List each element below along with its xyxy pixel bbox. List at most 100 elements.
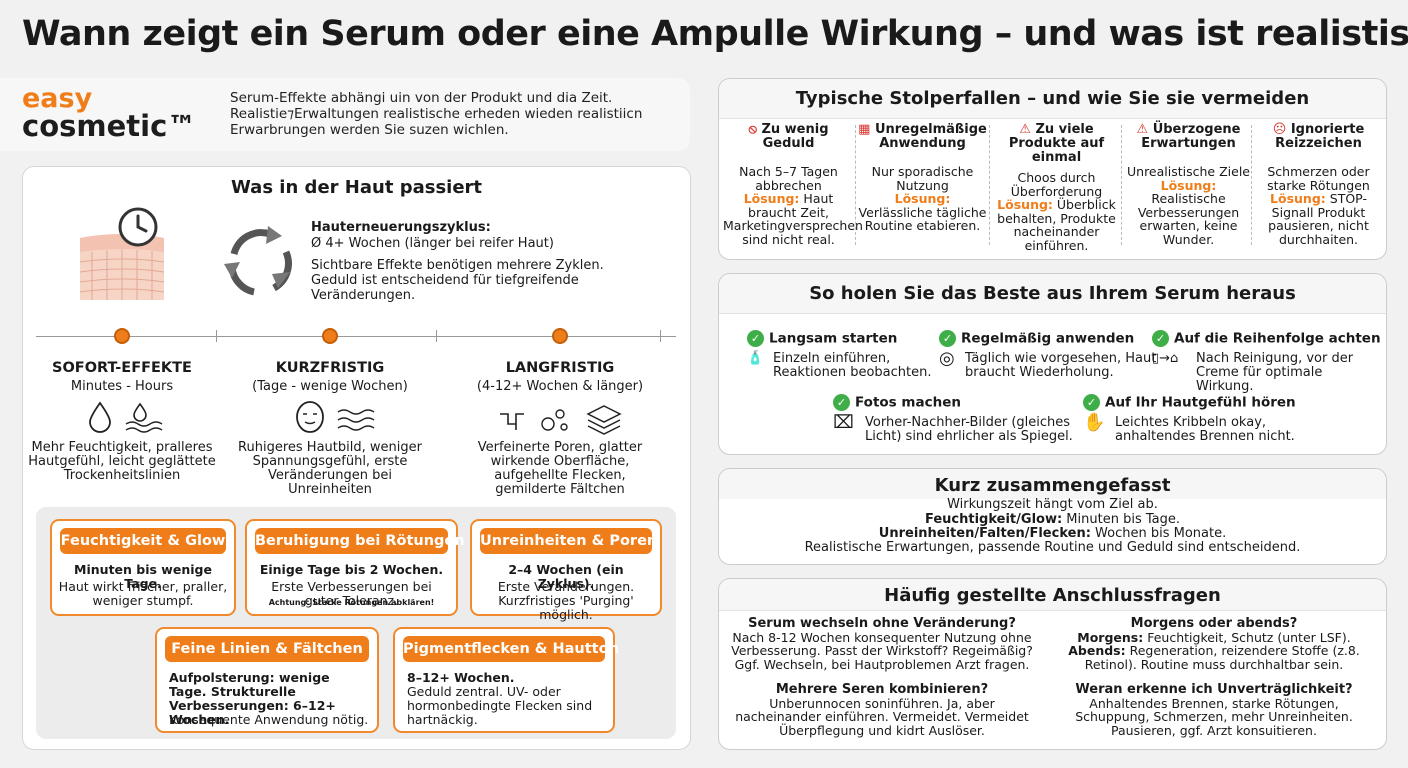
phase-desc-short: Ruhigeres Hautbild, weniger Spannungsgef… [238, 440, 422, 497]
pitfall-title: ⦸ Zu wenig Geduld [748, 122, 829, 151]
page-title: Wann zeigt ein Serum oder eine Ampulle W… [22, 14, 1408, 54]
focus-box-text: Geduld zentral. UV- oder hormonbedingte … [407, 684, 593, 727]
focus-box-lines: Feine Linien & Fältchen Aufpolsterung: w… [155, 627, 379, 733]
focus-box-title: Feuchtigkeit & Glow [60, 528, 226, 554]
faq-title: Häufig gestellte Anschlussfragen [719, 579, 1386, 611]
phase-desc-long: Verfeinerte Poren, glatter wirkende Ober… [477, 440, 643, 497]
pitfall-solution: Lösung: Realistische Verbesserungen erwa… [1137, 177, 1240, 247]
bottle-icon: 🧴 [747, 351, 764, 366]
timeline-dot [322, 328, 338, 344]
clock-icon [118, 207, 158, 247]
pitfall-title: ⚠ Überzogene Erwartungen [1136, 122, 1241, 151]
summary-title: Kurz zusammengefasst [719, 469, 1386, 499]
hand-icon: ✋ [1083, 412, 1106, 433]
summary-line: Realistische Erwartungen, passende Routi… [804, 540, 1301, 555]
phase-title-long: LANGFRISTIG [505, 360, 615, 376]
pitfall-problem: Choos durch Überforderung [1010, 170, 1103, 199]
summary-card: Kurz zusammengefasst Wirkungszeit hängt … [718, 468, 1387, 565]
pitfall-solution: Lösung: Haut braucht Zeit, Marketingvers… [723, 191, 863, 247]
tip-photos: ✓Fotos machen ⌧Vorher-Nachher-Bilder (gl… [833, 394, 1073, 444]
summary-line: Feuchtigkeit/Glow: Minuten bis Tage. [925, 512, 1180, 527]
divider [1121, 125, 1122, 245]
camera-icon: ⌧ [833, 412, 854, 433]
faq-item: Mehrere Seren kombinieren?Unberunnocen s… [735, 682, 1029, 738]
focus-box-text: Erste Veränderungen. Kurzfristiges 'Purg… [497, 579, 635, 622]
warning-icon: ⚠ [1136, 122, 1149, 137]
focus-box-pores: Unreinheiten & Poren 2–4 Wochen (ein Zyk… [470, 519, 662, 622]
pitfall-problem: Schmerzen oder starke Rötungen [1267, 164, 1370, 193]
cycle-value: Ø 4+ Wochen (länger bei reifer Haut) [311, 236, 554, 251]
check-icon: ✓ [939, 330, 956, 347]
pitfall-title: ☹ Ignorierte Reizzeichen [1272, 122, 1365, 151]
renewal-cycle-icon [224, 226, 292, 296]
pitfall-title: ▦ Unregelmäßige Anwendung [858, 122, 987, 151]
focus-box-text: Erste Verbesserungen bei guter Toleranz. [271, 579, 432, 608]
focus-box-duration: 8–12+ Wochen. [407, 670, 515, 685]
phase-title-short: KURZFRISTIG [275, 360, 385, 376]
pitfall-impatience: ⦸ Zu wenig Geduld Nach 5–7 Tagen abbrech… [723, 122, 863, 247]
focus-box-title: Pigmentflecken & Hautton [403, 636, 619, 662]
check-icon: ✓ [1152, 330, 1169, 347]
face-mask-icon [296, 401, 375, 433]
focus-box-text: Haut wirkt frischer, praller, weniger st… [58, 579, 228, 608]
tip-start-slow: ✓Langsam starten 🧴Einzeln einführen, Rea… [747, 330, 932, 380]
pitfall-solution: Lösung: STOP-Signall Produkt pausieren, … [1268, 191, 1369, 247]
summary-line: Wirkungszeit hängt vom Ziel ab. [947, 497, 1158, 512]
timeline-dot [114, 328, 130, 344]
pitfall-problem: Unrealistische Ziele [1127, 164, 1250, 179]
focus-box-title: Beruhigung bei Rötungen [255, 528, 465, 554]
tip-listen: ✓Auf Ihr Hautgefühl hören ✋Leichtes Krib… [1083, 394, 1296, 444]
tips-title: So holen Sie das Beste aus Ihrem Serum h… [719, 274, 1386, 314]
pitfall-problem: Nur sporadische Nutzung [871, 164, 974, 193]
faq-item: Morgens oder abends? Morgens: Feuchtigke… [1068, 616, 1360, 672]
calendar-icon: ▦ [858, 122, 871, 137]
faq-item: Weran erkenne ich Unverträglichkeit?Anha… [1075, 682, 1353, 738]
focus-box-duration: Aufpolsterung: wenige Tage. Strukturelle… [169, 670, 336, 727]
pitfall-irregular: ▦ Unregelmäßige Anwendung Nur sporadisch… [857, 123, 988, 233]
focus-box-duration: 2–4 Wochen (ein Zyklus). [508, 562, 624, 591]
logo-easy: easy [22, 83, 93, 114]
timeline-tick [436, 330, 437, 342]
pitfalls-card: Typische Stolperfallen – und wie Sie sie… [718, 78, 1387, 260]
skin-section-title: Was in der Haut passiert [230, 177, 483, 198]
timeline-axis [36, 336, 676, 337]
pitfall-irritation: ☹ Ignorierte Reizzeichen Schmerzen oder … [1253, 123, 1384, 246]
focus-box-duration: Einige Tage bis 2 Wochen. [259, 562, 444, 577]
divider [855, 125, 856, 245]
timeline-tick [660, 330, 661, 342]
pitfall-too-many: ⚠ Zu viele Produkte auf einmal Choos dur… [991, 123, 1122, 252]
focus-box-hydration: Feuchtigkeit & Glow Minuten bis wenige T… [50, 519, 236, 616]
tip-regular: ✓Regelmäßig anwenden ◎Täglich wie vorges… [939, 330, 1157, 380]
check-icon: ✓ [747, 330, 764, 347]
droplet-icon [89, 401, 163, 433]
phase-sub-short: (Tage - wenige Wochen) [252, 379, 408, 394]
focus-box-title: Unreinheiten & Poren [480, 528, 657, 554]
summary-line: Unreinheiten/Falten/Flecken: Wochen bis … [878, 526, 1227, 541]
focus-box-note: Achtung: Starke Rötungen abklären! [268, 598, 435, 607]
irritated-face-icon: ☹ [1272, 122, 1287, 137]
pitfall-title: ⚠ Zu viele Produkte auf einmal [1008, 122, 1105, 165]
warning-icon: ⚠ [1019, 122, 1031, 137]
intro-text: Serum-Effekte abhängi uin von der Produk… [230, 90, 643, 138]
focus-box-title: Feine Linien & Fältchen [165, 636, 369, 662]
phase-sub-immediate: Minutes - Hours [70, 379, 174, 394]
check-icon: ✓ [1083, 394, 1100, 411]
check-circle-icon: ◎ [939, 348, 955, 369]
pitfall-solution: Lösung: Verlässliche tägliche Routine et… [858, 191, 987, 233]
pitfall-problem: Nach 5–7 Tagen abbrechen [739, 164, 838, 193]
focus-box-text: Konsequente Anwendung nötig. [169, 712, 369, 727]
cycle-text: Sichtbare Effekte benötigen mehrere Zykl… [311, 258, 604, 303]
pitfalls-title: Typische Stolperfallen – und wie Sie sie… [719, 79, 1386, 119]
product-order-icon: ▯→⌂ [1152, 351, 1179, 366]
focus-box-pigment: Pigmentflecken & Hautton 8–12+ Wochen. G… [393, 627, 619, 733]
clock-warning-icon: ⦸ [748, 122, 757, 137]
faq-item: Serum wechseln ohne Veränderung?Nach 8-1… [731, 616, 1033, 672]
phase-sub-long: (4-12+ Wochen & länger) [476, 379, 644, 394]
pitfall-solution: Lösung: Überblick behalten, Produkte nac… [997, 197, 1116, 253]
phase-desc-immediate: Mehr Feuchtigkeit, pralleres Hautgefühl,… [28, 440, 216, 483]
pores-layers-icon [500, 405, 622, 435]
focus-box-duration: Minuten bis wenige Tage. [74, 562, 212, 591]
brand-card [0, 78, 690, 151]
pitfall-expectations: ⚠ Überzogene Erwartungen Unrealistische … [1123, 123, 1254, 246]
check-icon: ✓ [833, 394, 850, 411]
